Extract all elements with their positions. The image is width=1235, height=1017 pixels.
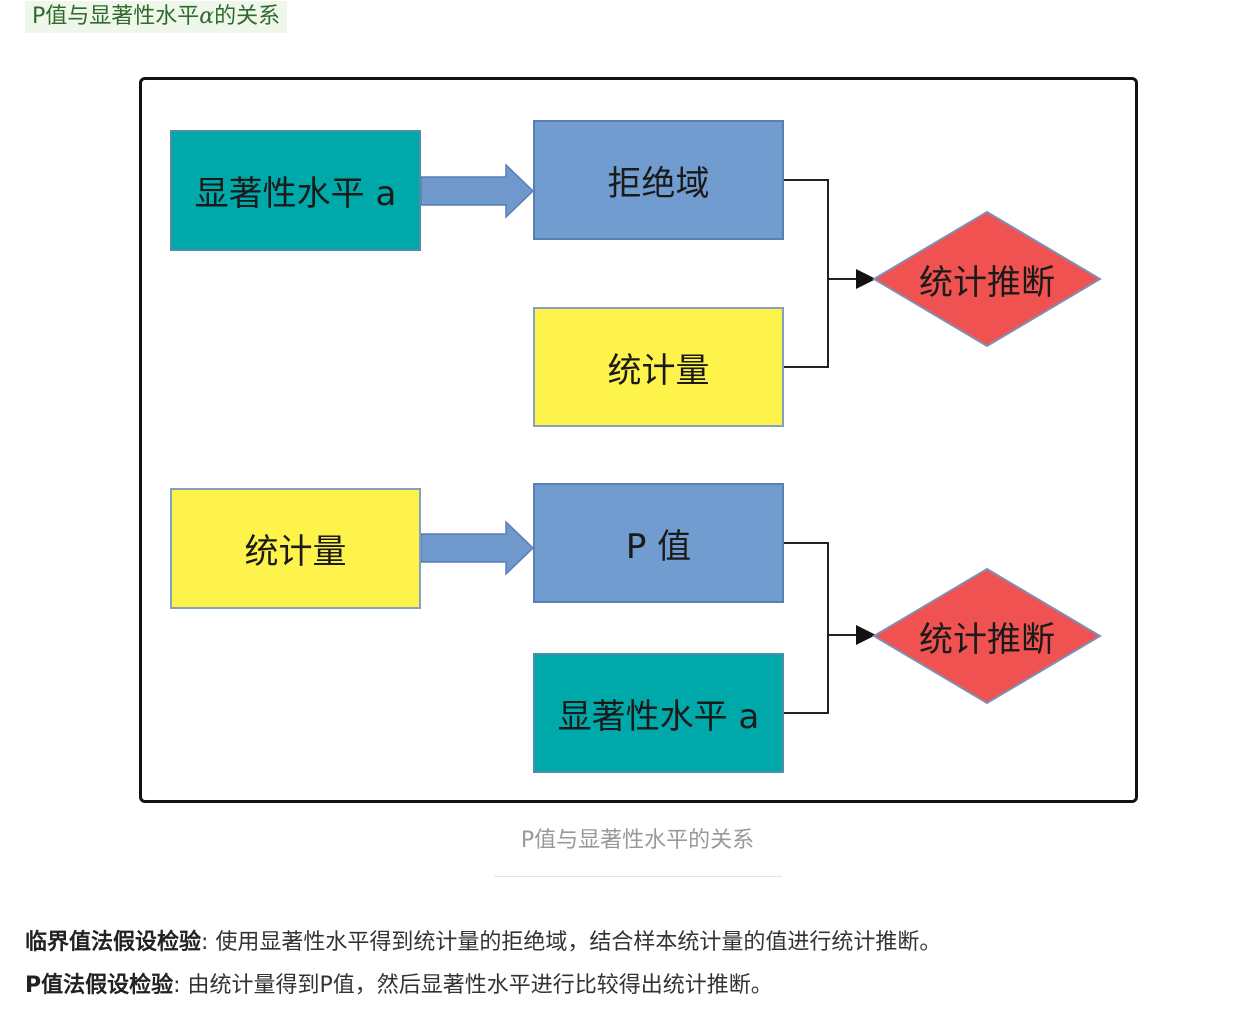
paragraph-text: : 使用显著性水平得到统计量的拒绝域，结合样本统计量的值进行统计推断。: [201, 930, 942, 955]
node-label: 统计量: [244, 532, 347, 572]
heading-suffix: 的关系: [214, 4, 281, 29]
node-rejection-region: 拒绝域: [533, 120, 784, 240]
paragraph-critical-value-method: 临界值法假设检验: 使用显著性水平得到统计量的拒绝域，结合样本统计量的值进行统计…: [25, 924, 941, 956]
diamond-label: 统计推断: [919, 619, 1055, 660]
paragraph-text: : 由统计量得到P值，然后显著性水平进行比较得出统计推断。: [173, 973, 773, 998]
paragraph-term: 临界值法假设检验: [25, 930, 202, 955]
section-heading: P值与显著性水平α的关系: [25, 1, 288, 33]
caption-divider: [494, 876, 782, 877]
node-significance-level: 显著性水平 a: [170, 130, 421, 251]
figure-caption: P值与显著性水平的关系: [520, 828, 755, 853]
diamond-shape: [872, 210, 1102, 348]
diamond-shape: [872, 567, 1102, 705]
node-label: P 值: [625, 526, 692, 567]
heading-prefix: P值与显著性水平: [32, 4, 200, 29]
node-statistic-bottom: 统计量: [170, 488, 421, 609]
node-label: 显著性水平 a: [194, 174, 397, 214]
node-label: 统计量: [607, 350, 710, 391]
diamond-label: 统计推断: [919, 262, 1055, 303]
diamond-statistical-inference-bottom: 统计推断: [872, 567, 1102, 705]
node-label: 拒绝域: [607, 163, 710, 204]
paragraph-term: P值法假设检验: [25, 973, 174, 998]
node-label: 显著性水平 a: [557, 696, 760, 737]
paragraph-p-value-method: P值法假设检验: 由统计量得到P值，然后显著性水平进行比较得出统计推断。: [25, 967, 773, 999]
heading-alpha: α: [199, 4, 215, 29]
node-statistic: 统计量: [533, 307, 784, 427]
node-p-value: P 值: [533, 483, 784, 603]
node-significance-level-bottom: 显著性水平 a: [533, 653, 784, 773]
diamond-statistical-inference-top: 统计推断: [872, 210, 1102, 348]
